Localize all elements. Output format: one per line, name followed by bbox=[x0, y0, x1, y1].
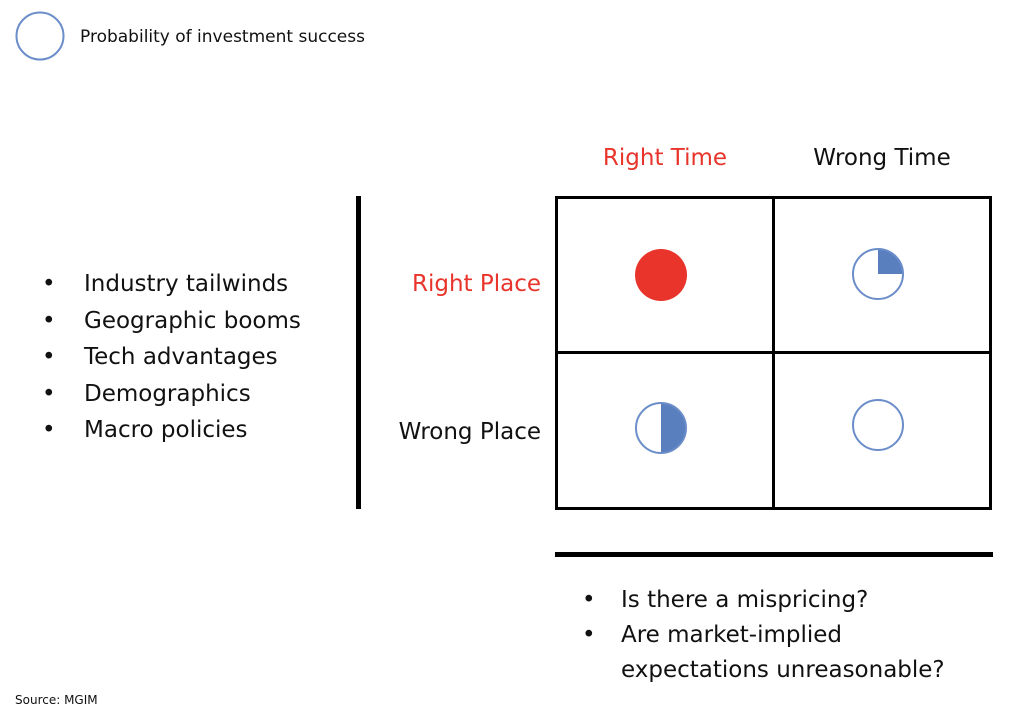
list-item-text: Are market-implied expectations unreason… bbox=[621, 622, 945, 683]
probability-ball-icon bbox=[635, 402, 687, 454]
vertical-divider bbox=[356, 196, 361, 509]
row-header-right-place: Right Place bbox=[411, 271, 541, 297]
list-item: Macro policies bbox=[42, 412, 301, 449]
source-note: Source: MGIM bbox=[15, 693, 98, 707]
probability-ball-icon bbox=[852, 248, 904, 300]
place-factors-list: Industry tailwinds Geographic booms Tech… bbox=[42, 266, 301, 449]
time-place-matrix bbox=[555, 196, 992, 510]
probability-ball-icon bbox=[852, 399, 904, 451]
list-item: Is there a mispricing? bbox=[582, 583, 981, 618]
list-item: Demographics bbox=[42, 376, 301, 413]
list-item: Industry tailwinds bbox=[42, 266, 301, 303]
column-header-wrong-time: Wrong Time bbox=[813, 145, 951, 171]
row-header-wrong-place: Wrong Place bbox=[398, 419, 541, 445]
horizontal-divider bbox=[555, 552, 993, 557]
timing-questions-list: Is there a mispricing? Are market-implie… bbox=[582, 583, 981, 688]
probability-ball-icon bbox=[635, 249, 687, 301]
list-item: Tech advantages bbox=[42, 339, 301, 376]
list-item: Are market-implied expectations unreason… bbox=[582, 618, 981, 688]
column-header-right-time: Right Time bbox=[602, 145, 728, 171]
legend-label: Probability of investment success bbox=[80, 27, 365, 47]
matrix-grid bbox=[555, 196, 992, 510]
legend-circle-icon bbox=[15, 11, 65, 61]
list-item: Geographic booms bbox=[42, 303, 301, 340]
